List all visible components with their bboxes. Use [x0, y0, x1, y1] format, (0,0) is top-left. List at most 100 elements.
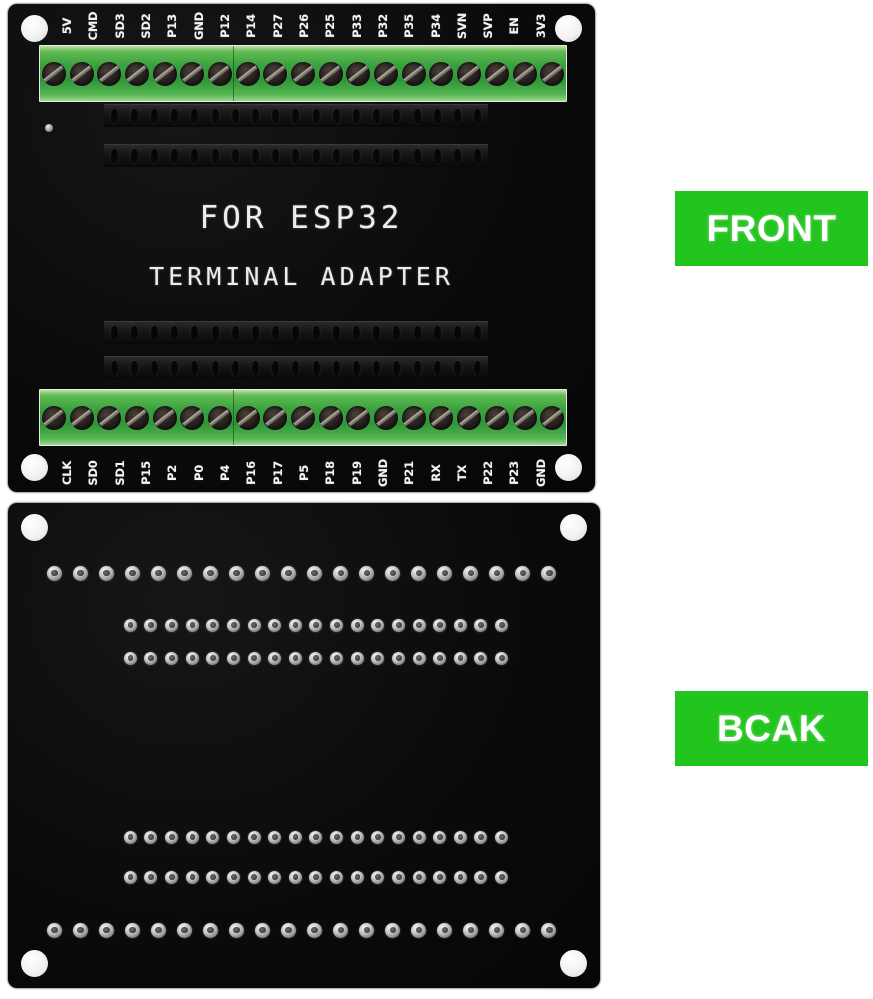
pin-label-text: P4 [218, 464, 233, 481]
solder-pad-ring-icon [411, 922, 427, 938]
solder-pad-ring-icon [268, 870, 282, 884]
header-socket [205, 360, 225, 376]
screw-terminal [151, 46, 179, 101]
solder-pad [93, 922, 119, 938]
solder-pad-ring-icon [206, 870, 220, 884]
solder-pad-ring-icon [206, 651, 220, 665]
header-socket [124, 148, 144, 164]
header-socket [387, 108, 407, 124]
screw-head-icon [180, 61, 205, 86]
solder-pad [388, 618, 409, 632]
screw-terminal [262, 390, 290, 445]
header-socket [407, 148, 427, 164]
solder-pad [306, 651, 327, 665]
pin-label-bottom-5: P0 [186, 456, 212, 489]
solder-pad-ring-icon [268, 830, 282, 844]
header-socket [144, 360, 164, 376]
header-socket [205, 108, 225, 124]
solder-pad [347, 870, 368, 884]
pin-label-bottom-1: SD0 [80, 456, 106, 489]
header-socket [144, 108, 164, 124]
top-inner-header [104, 144, 488, 167]
solder-pad-ring-icon [247, 651, 261, 665]
solder-pad [326, 830, 347, 844]
solder-pad-ring-icon [453, 830, 467, 844]
solder-pad-ring-icon [98, 565, 114, 581]
screw-head-icon [97, 405, 122, 430]
pin-label-text: P34 [428, 13, 443, 38]
solder-pad-ring-icon [124, 565, 140, 581]
solder-pad-ring-icon [330, 651, 344, 665]
solder-pad [328, 922, 354, 938]
solder-pad-ring-icon [144, 870, 158, 884]
header-socket [407, 108, 427, 124]
solder-pad [510, 922, 536, 938]
header-socket [367, 108, 387, 124]
screw-head-icon [512, 405, 537, 430]
top-outer-header [104, 104, 488, 127]
solder-pad-ring-icon [288, 651, 302, 665]
pin-label-bottom-15: TX [449, 456, 475, 489]
pin-label-text: P0 [191, 464, 206, 481]
pad-row-bottom-wide [41, 921, 562, 939]
pin-label-bottom-16: P22 [475, 456, 501, 489]
screw-terminal [511, 390, 539, 445]
pin-label-text: RX [428, 463, 443, 482]
solder-pad-ring-icon [309, 830, 323, 844]
solder-pad-ring-icon [150, 922, 166, 938]
solder-pad [41, 922, 67, 938]
solder-pad-ring-icon [433, 830, 447, 844]
solder-pad-ring-icon [288, 830, 302, 844]
screw-terminal [151, 390, 179, 445]
solder-pad-ring-icon [72, 922, 88, 938]
screw-terminal [68, 46, 96, 101]
solder-pad-ring-icon [165, 651, 179, 665]
solder-pad-ring-icon [228, 922, 244, 938]
solder-pad-ring-icon [288, 870, 302, 884]
screw-terminal [178, 46, 206, 101]
pin-label-top-5: GND [186, 9, 212, 42]
solder-pad-ring-icon [254, 922, 270, 938]
solder-pad [406, 565, 432, 581]
header-socket [468, 325, 488, 341]
solder-pad [93, 565, 119, 581]
mounting-hole-top-right-back [560, 514, 587, 541]
solder-pad [471, 651, 492, 665]
solder-pad [306, 870, 327, 884]
solder-pad [223, 565, 249, 581]
solder-pad-ring-icon [254, 565, 270, 581]
pad-row-top-wide [41, 564, 562, 582]
header-socket [104, 148, 124, 164]
screw-terminal [345, 390, 373, 445]
pin-label-text: SD1 [112, 459, 127, 486]
header-socket [245, 148, 265, 164]
solder-pad [264, 618, 285, 632]
solder-pad-ring-icon [371, 830, 385, 844]
screw-terminal [123, 390, 151, 445]
pin-label-text: GND [375, 458, 390, 487]
solder-pad-ring-icon [72, 565, 88, 581]
solder-pad [484, 565, 510, 581]
screw-head-icon [152, 61, 177, 86]
solder-pad [409, 870, 430, 884]
header-socket [185, 148, 205, 164]
header-socket [286, 108, 306, 124]
solder-pad-ring-icon [226, 651, 240, 665]
solder-pad [429, 618, 450, 632]
solder-pad-ring-icon [124, 922, 140, 938]
header-socket [468, 108, 488, 124]
solder-pad [223, 830, 244, 844]
solder-pad [429, 651, 450, 665]
solder-pad [223, 870, 244, 884]
screw-terminal [511, 46, 539, 101]
screw-terminal [289, 390, 317, 445]
screw-head-icon [180, 405, 205, 430]
screw-head-icon [484, 61, 509, 86]
pin-label-bottom-10: P18 [317, 456, 343, 489]
solder-pad [141, 870, 162, 884]
header-socket [447, 360, 467, 376]
screw-terminal [95, 46, 123, 101]
screw-head-icon [263, 405, 288, 430]
header-socket [225, 148, 245, 164]
